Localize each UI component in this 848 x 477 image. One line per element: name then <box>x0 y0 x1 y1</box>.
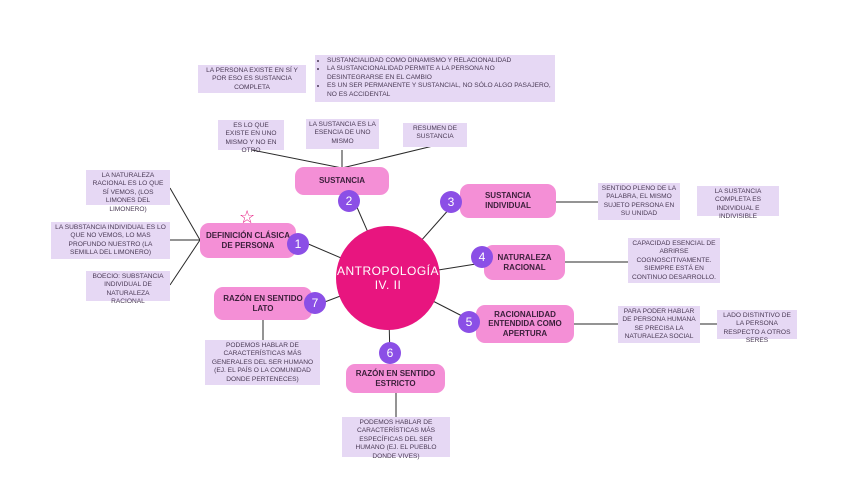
node-definicion: DEFINICIÓN CLÁSICA DE PERSONA <box>200 223 296 258</box>
note-lado: LADO DISTINTIVO DE LA PERSONA RESPECTO A… <box>717 310 797 344</box>
bullet-item: LA SUSTANCIONALIDAD PERMITE A LA PERSONA… <box>327 65 552 82</box>
node-racionalidad: RACIONALIDAD ENTENDIDA COMO APERTURA <box>476 305 574 343</box>
note-lato: PODEMOS HABLAR DE CARACTERÍSTICAS MÁS GE… <box>205 340 320 385</box>
note-capacidad: CAPACIDAD ESENCIAL DE ABRIRSE COGNOSCITI… <box>628 238 720 283</box>
number-badge-7: 7 <box>304 292 326 314</box>
bullet-item: SUSTANCIALIDAD COMO DINAMISMO Y RELACION… <box>327 57 552 65</box>
number-badge-6: 6 <box>379 342 401 364</box>
note-completa: LA SUSTANCIA COMPLETA ES INDIVIDUAL E IN… <box>697 186 779 220</box>
note-bullets: SUSTANCIALIDAD COMO DINAMISMO Y RELACION… <box>315 55 555 102</box>
note-para-poder: PARA PODER HABLAR DE PERSONA HUMANA SE P… <box>618 306 700 343</box>
note-semilla: LA SUBSTANCIA INDIVIDUAL ES LO QUE NO VE… <box>51 222 170 259</box>
note-existe-mismo: ES LO QUE EXISTE EN UNO MISMO Y NO EN OT… <box>218 120 284 154</box>
note-limones: LA NATURALEZA RACIONAL ES LO QUE SÍ VEMO… <box>86 170 170 213</box>
note-sentido-pleno: SENTIDO PLENO DE LA PALABRA, EL MISMO SU… <box>598 183 680 220</box>
note-boecio: BOECIO: SUBSTANCIA INDIVIDUAL DE NATURAL… <box>86 271 170 305</box>
bullet-item: ES UN SER PERMANENTE Y SUSTANCIAL, NO SÓ… <box>327 82 552 99</box>
node-sustancia: SUSTANCIA <box>295 167 389 195</box>
node-sustancia-individual: SUSTANCIA INDIVIDUAL <box>460 184 556 218</box>
number-badge-1: 1 <box>287 233 309 255</box>
number-badge-4: 4 <box>471 246 493 268</box>
note-resumen: RESUMEN DE SUSTANCIA <box>403 123 467 147</box>
central-title: ANTROPOLOGÍA <box>336 264 440 278</box>
node-naturaleza-racional: NATURALEZA RACIONAL <box>484 245 565 280</box>
central-topic: ANTROPOLOGÍA IV. II <box>336 226 440 330</box>
number-badge-5: 5 <box>458 311 480 333</box>
central-subtitle: IV. II <box>374 278 402 292</box>
node-sentido-estricto: RAZÓN EN SENTIDO ESTRICTO <box>346 364 445 393</box>
star-icon: ☆ <box>239 207 256 227</box>
node-sentido-lato: RAZÓN EN SENTIDO LATO <box>214 287 312 320</box>
number-badge-2: 2 <box>338 190 360 212</box>
number-badge-3: 3 <box>440 191 462 213</box>
note-estricto: PODEMOS HABLAR DE CARACTERÍSTICAS MÁS ES… <box>342 417 450 460</box>
note-esencia: LA SUSTANCIA ES LA ESENCIA DE UNO MISMO <box>306 119 379 149</box>
note-persona-existe: LA PERSONA EXISTE EN SÍ Y POR ESO ES SUS… <box>198 65 306 93</box>
